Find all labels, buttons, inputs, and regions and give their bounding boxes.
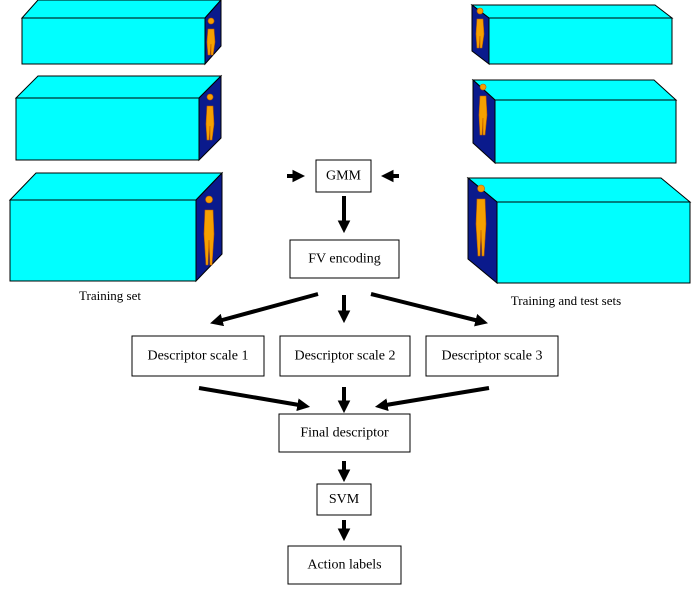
caption-training-set: Training set (79, 288, 141, 303)
human-figure-icon (478, 83, 488, 136)
descriptor-scale-3-label: Descriptor scale 3 (441, 349, 542, 364)
human-figure-icon (475, 184, 487, 257)
gmm-node: GMM (315, 159, 372, 193)
test-video-cube-1 (470, 3, 674, 66)
human-figure-icon (203, 195, 215, 266)
final-descriptor-node: Final descriptor (278, 413, 411, 453)
human-figure-icon (206, 17, 216, 56)
training-video-cube-1 (20, 0, 222, 66)
training-video-cube-3 (8, 171, 224, 283)
descriptor-scale-1-node: Descriptor scale 1 (131, 335, 265, 377)
svm-label: SVM (329, 492, 360, 507)
gmm-label: GMM (326, 169, 362, 184)
fv-encoding-label: FV encoding (308, 252, 380, 267)
training-video-cube-2 (14, 74, 223, 162)
flow-arrows (198, 169, 490, 542)
action-labels-label: Action labels (307, 558, 381, 573)
arrow-fv-to-scale3 (370, 292, 488, 327)
human-figure-icon (475, 7, 485, 49)
arrow-fv-to-scale1 (210, 292, 319, 327)
arrow-scale3-to-final (374, 386, 490, 412)
fv-encoding-node: FV encoding (289, 239, 400, 279)
test-video-cube-2 (471, 78, 678, 165)
human-figure-icon (205, 93, 215, 141)
action-labels-node: Action labels (287, 545, 402, 585)
caption-training-and-test-sets: Training and test sets (511, 293, 621, 308)
svm-node: SVM (316, 483, 372, 516)
descriptor-scale-3-node: Descriptor scale 3 (425, 335, 559, 377)
final-descriptor-label: Final descriptor (300, 426, 389, 441)
test-video-cube-3 (466, 176, 692, 285)
descriptor-scale-1-label: Descriptor scale 1 (147, 349, 248, 364)
descriptor-scale-2-node: Descriptor scale 2 (279, 335, 411, 377)
descriptor-scale-2-label: Descriptor scale 2 (294, 349, 395, 364)
arrow-scale1-to-final (198, 386, 311, 412)
